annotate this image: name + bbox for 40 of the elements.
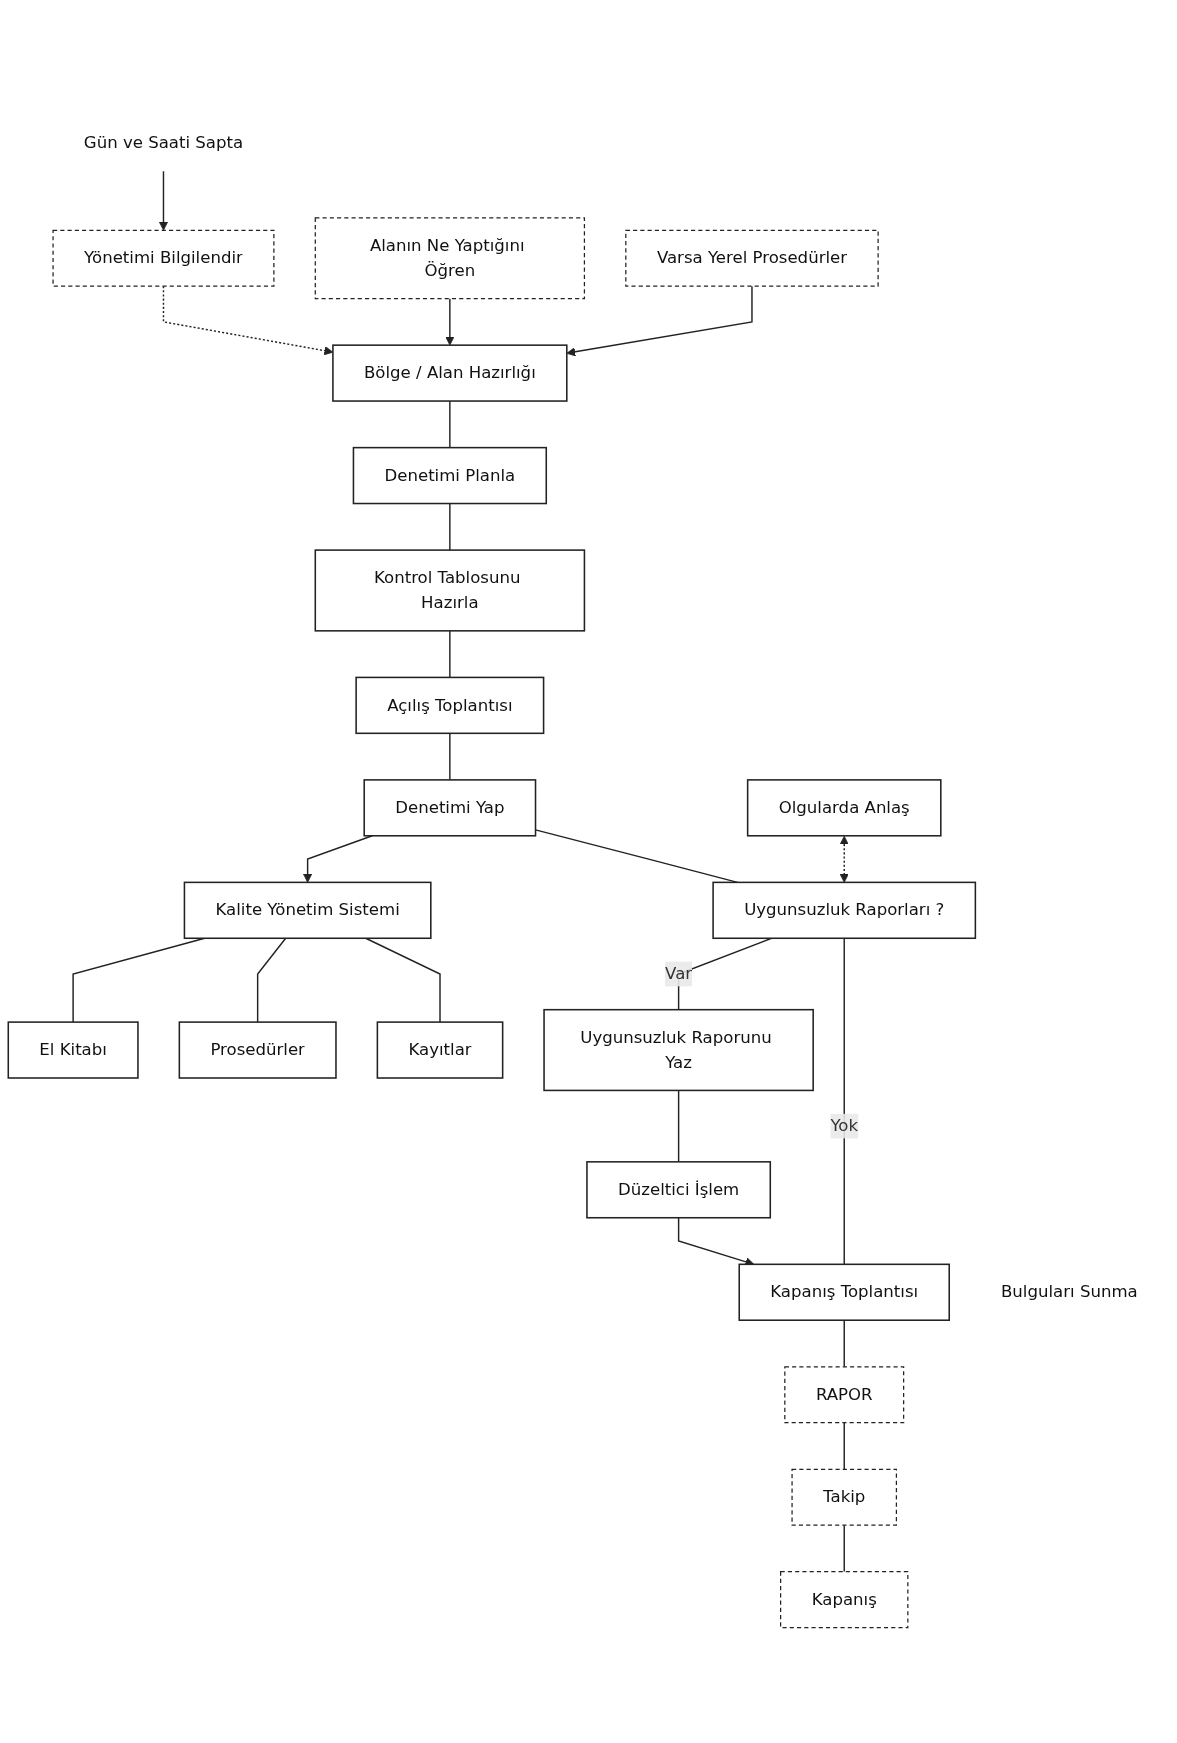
- node-box: Bölge / Alan Hazırlığı: [332, 344, 568, 402]
- node-box: Varsa Yerel Prosedürler: [625, 229, 879, 287]
- connector: [365, 937, 441, 1023]
- edge-label: Var: [665, 963, 693, 984]
- node-box: Uygunsuzluk Raporunu Yaz: [543, 1008, 814, 1092]
- connector: [449, 502, 451, 551]
- node-box: Denetimi Yap: [363, 779, 537, 837]
- connector: [449, 732, 451, 781]
- node-box: El Kitabı: [7, 1021, 139, 1079]
- connector: [677, 1089, 680, 1163]
- connector: [449, 630, 451, 679]
- arrow: [566, 285, 753, 357]
- edge-label: Yok: [830, 1115, 859, 1136]
- arrow: [445, 297, 455, 346]
- connector: [843, 1421, 845, 1470]
- arrow: [839, 835, 849, 883]
- node-box: Alanın Ne Yaptığını Öğren: [314, 217, 586, 300]
- connector: [449, 400, 451, 449]
- node-box: Yönetimi Bilgilendir: [52, 229, 275, 287]
- node-box: RAPOR: [784, 1366, 905, 1424]
- node-box: Kapanış: [780, 1571, 909, 1629]
- connector: [256, 937, 287, 1023]
- node-box: Prosedürler: [178, 1021, 337, 1079]
- node-box: Olgularda Anlaş: [746, 779, 942, 837]
- node-box: Kapanış Toplantısı: [738, 1263, 950, 1321]
- connector: [843, 937, 845, 1266]
- node-text: Gün ve Saati Sapta: [83, 132, 244, 153]
- node-box: Takip: [791, 1468, 897, 1526]
- node-box: Kontrol Tablosunu Hazırla: [314, 549, 586, 632]
- connector: [843, 1524, 845, 1573]
- node-box: Kayıtlar: [376, 1021, 504, 1079]
- node-box: Açılış Toplantısı: [355, 676, 545, 735]
- node-box: Uygunsuzluk Raporları ?: [712, 881, 977, 940]
- node-box: Kalite Yönetim Sistemi: [183, 881, 432, 940]
- node-box: Denetimi Planla: [352, 446, 548, 505]
- connector: [843, 1319, 845, 1368]
- node-label: Bulguları Sunma: [1000, 1281, 1138, 1302]
- arrow: [158, 170, 169, 231]
- node-box: Düzeltici İşlem: [586, 1161, 772, 1219]
- arrow: [303, 835, 373, 883]
